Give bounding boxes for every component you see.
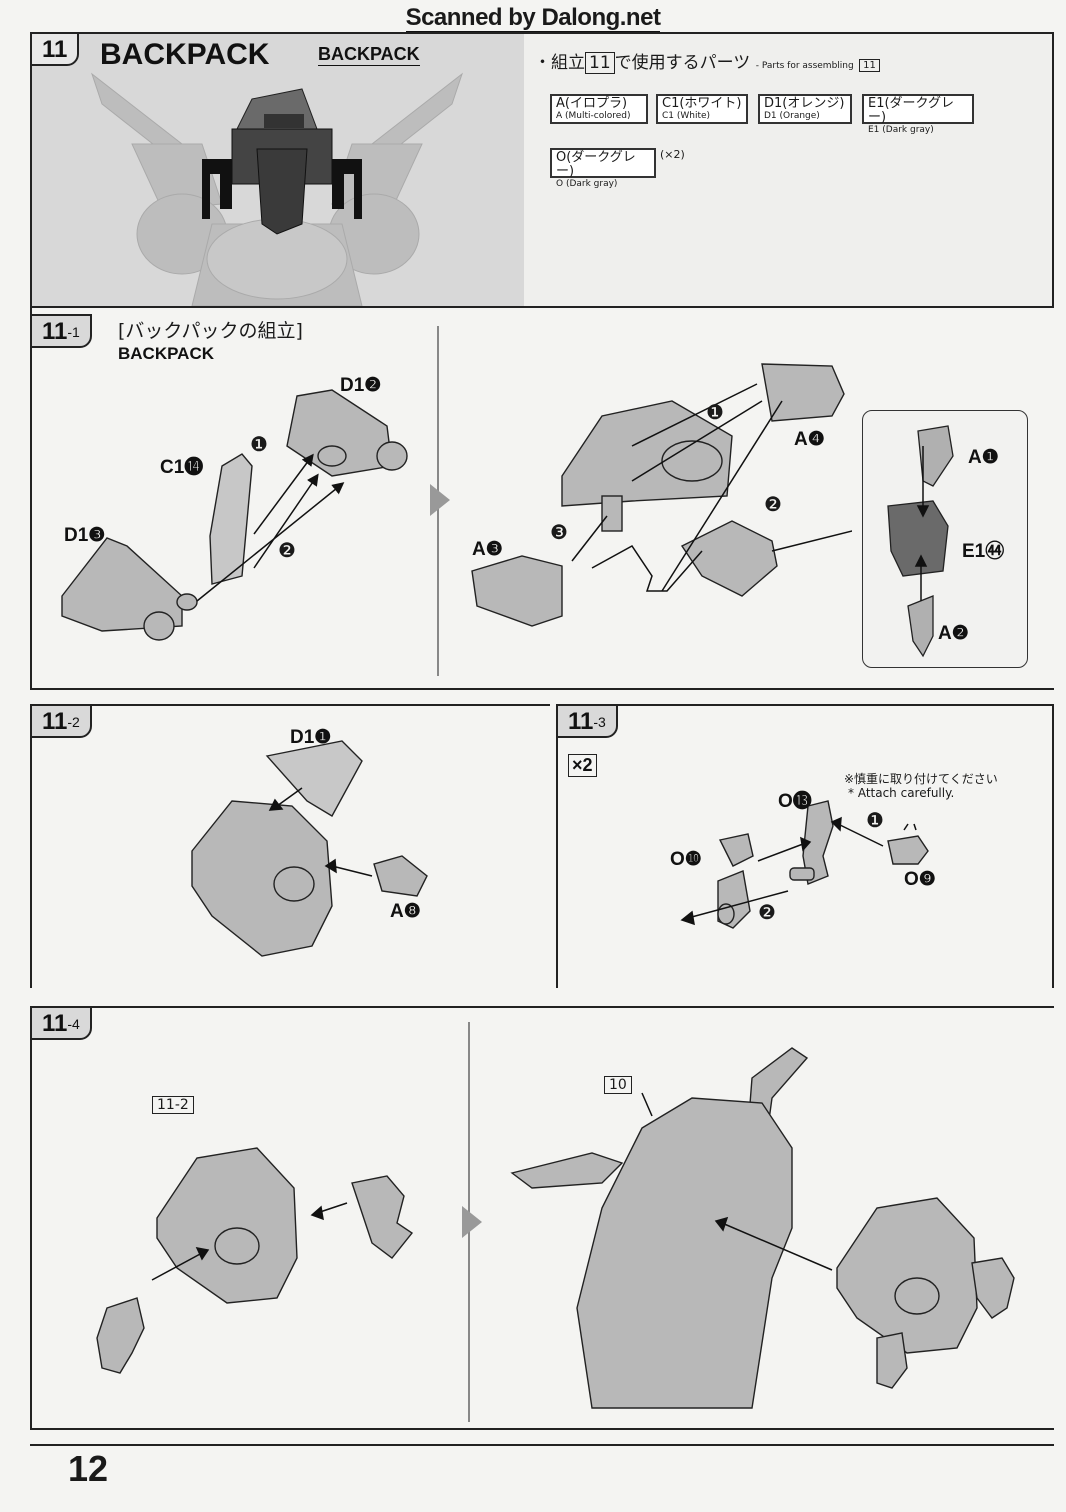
label-d1-3: D1❸ [64,525,106,546]
step11-preview-panel: 11 BACKPACK BACKPACK [30,32,526,308]
label-a3: A❸ [472,539,503,560]
label-o9: O❾ [904,869,936,890]
step11-1-title-en: BACKPACK [118,344,215,363]
label-o13: O⓭ [778,791,812,812]
step11-title: BACKPACK [100,38,270,71]
ref-step10: 10 [604,1076,632,1094]
backpack-callout: BACKPACK [318,44,420,66]
arrow-o-step-1: ❶ [866,808,884,832]
step11-tab: 11 [32,34,80,66]
step11-3-tab: 11-3 [556,704,618,738]
step11-3-drawing [680,800,929,929]
label-a1: A❶ [968,447,999,468]
part-d1-box: D1(オレンジ)D1 (Orange) [758,94,852,124]
gundam-backpack-illustration [91,72,463,306]
step11-1-title-jp: [バックパックの組立] [118,320,303,342]
part-o-multiplier: (×2) [660,148,685,161]
arrow-r-step-3: ❸ [550,520,568,544]
step11-1-right-drawing [471,363,852,627]
label-c1-14: C1⓮ [160,457,204,478]
arrow-r-step-2: ❷ [764,492,782,516]
arrow-o-step-2: ❷ [758,900,776,924]
step11-1-tab: 11-1 [30,314,92,348]
arrow-step-1: ❶ [250,432,268,456]
label-e1-44: E1㊹ [962,541,1005,562]
page-number: 12 [68,1448,109,1489]
step11-4-tab: 11-4 [30,1006,92,1040]
arrow-step-2: ❷ [278,538,296,562]
part-a-box: A(イロプラ)A (Multi-colored) [550,94,648,124]
ref-step11-2: 11-2 [152,1096,194,1114]
label-a2: A❷ [938,623,969,644]
sub-assembly-inset [862,410,1028,668]
watermark-text: Scanned by Dalong.net [405,4,661,33]
attach-note-jp: ※慎重に取り付けてください [844,772,998,786]
step11-4-panel: 11-4 11-2 10 [30,1006,1054,1430]
label-a4: A❹ [794,429,825,450]
step11-2-panel: 11-2 D1❶ A❽ [30,704,550,988]
next-step-arrow-2 [462,1206,482,1238]
label-a8: A❽ [390,901,421,922]
step11-4-drawing [96,1047,1015,1409]
step11-3-panel: 11-3 ×2 ※慎重に取り付けてください * Attach carefully… [556,704,1054,988]
sub-assembly-drawing [887,425,954,658]
part-e1-box: E1(ダークグレー)E1 (Dark gray) [862,94,974,135]
step11-1-panel: 11-1 [バックパックの組立] BACKPACK D1❷ C1⓮ D1❸ ❶ … [30,306,1054,690]
multiplier-badge: ×2 [568,754,597,777]
label-d1-1: D1❶ [290,727,332,748]
part-o-box: O(ダークグレー)O (Dark gray) [550,148,656,189]
label-d1-2: D1❷ [340,375,382,396]
step11-1-left-drawing [61,389,408,641]
step11-2-drawing [191,740,428,957]
part-c1-box: C1(ホワイト)C1 (White) [656,94,748,124]
step11-2-tab: 11-2 [30,704,92,738]
label-o10: O❿ [670,849,702,870]
footer-rule [30,1444,1054,1446]
arrow-r-step-1: ❶ [706,400,724,424]
attach-note-en: * Attach carefully. [848,786,955,800]
next-step-arrow [430,484,450,516]
